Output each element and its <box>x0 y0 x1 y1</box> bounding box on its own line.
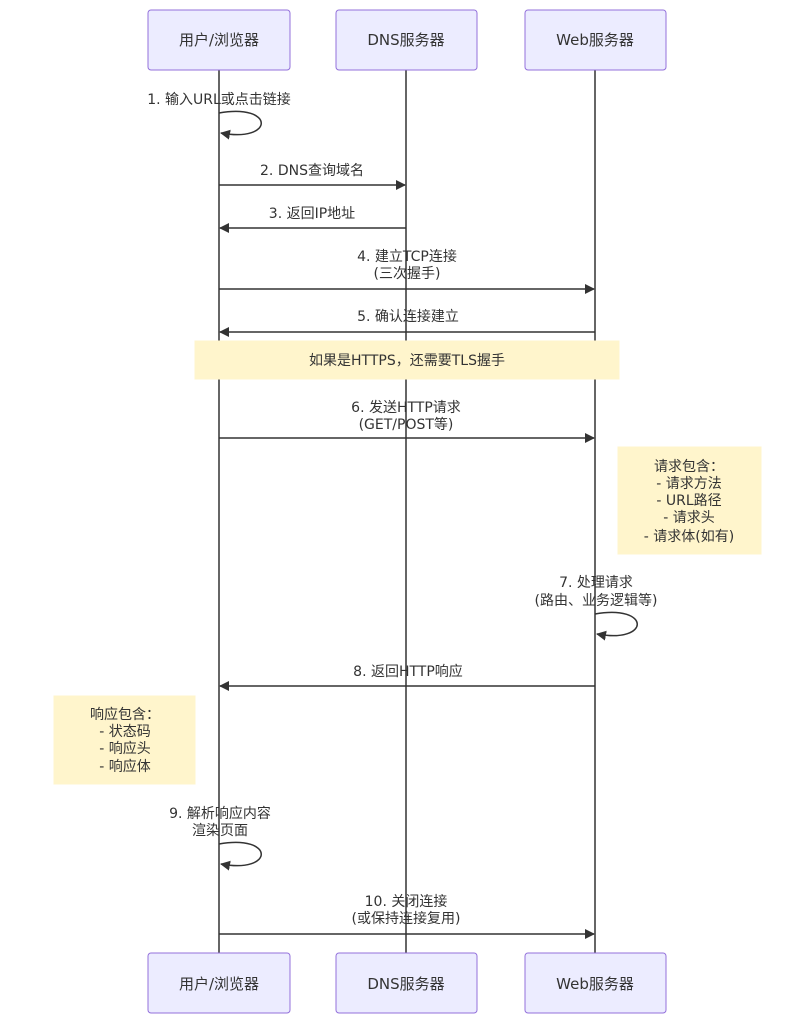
actor-browser-bottom-label: 用户/浏览器 <box>179 975 259 993</box>
actor-browser-bottom: 用户/浏览器 <box>147 952 291 1014</box>
actor-browser-top: 用户/浏览器 <box>147 9 291 71</box>
message-7: 7. 处理请求 (路由、业务逻辑等) <box>535 575 658 641</box>
message-8-label: 8. 返回HTTP响应 <box>353 663 463 680</box>
message-9-label-line1: 9. 解析响应内容 <box>169 805 271 822</box>
message-6-label-line2: (GET/POST等) <box>359 416 454 433</box>
message-4: 4. 建立TCP连接 (三次握手) <box>219 248 595 294</box>
note-request-line5: - 请求体(如有) <box>644 529 734 545</box>
message-3: 3. 返回IP地址 <box>219 206 406 233</box>
message-3-label: 3. 返回IP地址 <box>269 206 355 222</box>
note-request-line4: - 请求头 <box>663 510 715 526</box>
message-5-label: 5. 确认连接建立 <box>357 308 459 325</box>
note-request-line2: - 请求方法 <box>656 476 722 492</box>
note-response-line4: - 响应体 <box>99 758 151 775</box>
actor-web-bottom-label: Web服务器 <box>556 975 634 993</box>
message-6-label-line1: 6. 发送HTTP请求 <box>351 400 461 416</box>
message-10-label-line1: 10. 关闭连接 <box>365 893 448 910</box>
message-10: 10. 关闭连接 (或保持连接复用) <box>219 893 595 939</box>
note-response-line2: - 状态码 <box>99 724 151 740</box>
message-10-label-line2: (或保持连接复用) <box>352 910 461 927</box>
note-tls-text: 如果是HTTPS，还需要TLS握手 <box>309 353 505 369</box>
message-4-label-line2: (三次握手) <box>374 266 441 282</box>
message-7-label-line1: 7. 处理请求 <box>559 575 633 591</box>
note-request: 请求包含： - 请求方法 - URL路径 - 请求头 - 请求体(如有) <box>617 446 762 555</box>
actor-web-top: Web服务器 <box>524 9 667 71</box>
note-response-line3: - 响应头 <box>99 740 151 757</box>
actor-dns-top: DNS服务器 <box>335 9 478 71</box>
message-1-label: 1. 输入URL或点击链接 <box>147 91 291 108</box>
message-6: 6. 发送HTTP请求 (GET/POST等) <box>219 400 595 443</box>
message-1: 1. 输入URL或点击链接 <box>147 91 291 140</box>
message-2: 2. DNS查询域名 <box>219 163 406 190</box>
message-2-label: 2. DNS查询域名 <box>260 163 364 179</box>
message-9: 9. 解析响应内容 渲染页面 <box>169 805 271 871</box>
actor-dns-bottom: DNS服务器 <box>335 952 478 1014</box>
actor-browser-top-label: 用户/浏览器 <box>179 31 259 49</box>
note-response: 响应包含： - 状态码 - 响应头 - 响应体 <box>53 695 196 785</box>
message-9-label-line2: 渲染页面 <box>192 823 248 839</box>
note-request-line1: 请求包含： <box>654 459 724 475</box>
actor-dns-bottom-label: DNS服务器 <box>367 975 444 993</box>
message-4-label-line1: 4. 建立TCP连接 <box>357 248 457 265</box>
actor-dns-top-label: DNS服务器 <box>367 31 444 49</box>
actor-web-top-label: Web服务器 <box>556 31 634 49</box>
note-request-line3: - URL路径 <box>656 493 721 509</box>
note-response-line1: 响应包含： <box>90 706 160 723</box>
note-tls: 如果是HTTPS，还需要TLS握手 <box>194 340 620 380</box>
message-8: 8. 返回HTTP响应 <box>219 663 595 691</box>
message-5: 5. 确认连接建立 <box>219 308 595 337</box>
actor-web-bottom: Web服务器 <box>524 952 667 1014</box>
message-7-label-line2: (路由、业务逻辑等) <box>535 592 658 609</box>
